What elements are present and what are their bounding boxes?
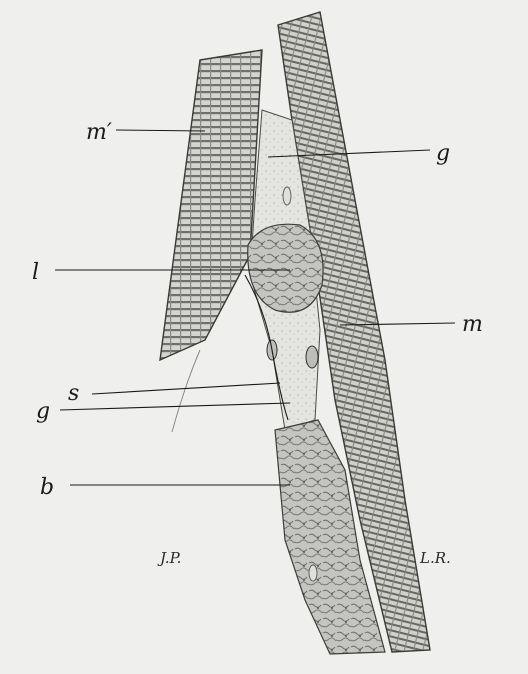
label-m-prime: m′ bbox=[86, 120, 112, 145]
sheath-line-faint bbox=[172, 350, 200, 432]
label-b: b bbox=[40, 475, 54, 500]
label-l: l bbox=[32, 260, 39, 285]
label-g-top: g bbox=[436, 141, 450, 166]
signature-left: J.P. bbox=[157, 549, 181, 567]
label-g-bottom: g bbox=[36, 399, 50, 424]
label-m: m bbox=[462, 312, 483, 337]
muscle-fibre-left bbox=[160, 50, 262, 360]
nucleus-2 bbox=[306, 346, 318, 368]
nucleus-3 bbox=[283, 187, 291, 205]
leader-s bbox=[92, 383, 280, 394]
leader-g-bottom bbox=[60, 403, 290, 410]
label-s: s bbox=[68, 381, 79, 406]
nucleus-4 bbox=[309, 565, 317, 581]
signature-right: L.R. bbox=[419, 549, 451, 567]
